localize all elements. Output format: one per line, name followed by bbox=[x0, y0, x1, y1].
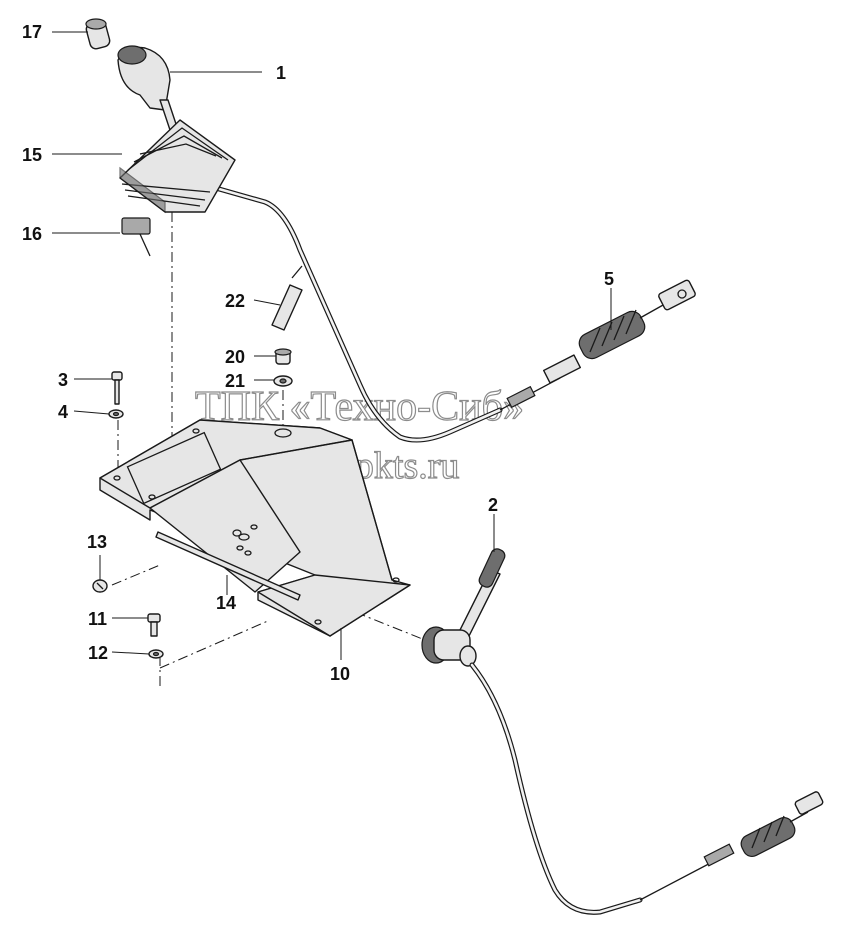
callout-3: 3 bbox=[58, 370, 68, 390]
gear-lever-handle-1 bbox=[117, 45, 179, 131]
screw-13 bbox=[92, 579, 108, 593]
mounting-bracket-10 bbox=[99, 419, 411, 637]
callout-22: 22 bbox=[225, 291, 245, 311]
gasket-strip-14 bbox=[155, 531, 301, 601]
switch-sensor-16 bbox=[121, 217, 151, 257]
plug-cap-20 bbox=[274, 348, 292, 365]
cable-bellows-lower bbox=[740, 815, 796, 858]
leader-lines bbox=[52, 31, 612, 660]
lower-cable bbox=[469, 662, 824, 915]
lever-knob-17 bbox=[85, 18, 111, 50]
clevis-upper bbox=[658, 279, 696, 311]
callout-20: 20 bbox=[225, 347, 245, 367]
upper-cable bbox=[202, 182, 696, 443]
callout-15: 15 bbox=[22, 145, 42, 165]
callout-10: 10 bbox=[330, 664, 350, 684]
callout-14: 14 bbox=[216, 593, 236, 613]
throttle-lever-2 bbox=[421, 548, 506, 667]
callout-13: 13 bbox=[87, 532, 107, 552]
clevis-lower bbox=[794, 791, 824, 815]
hose-sleeve-22 bbox=[271, 265, 303, 331]
callout-5: 5 bbox=[604, 269, 614, 289]
callout-12: 12 bbox=[88, 643, 108, 663]
callout-1: 1 bbox=[276, 63, 286, 83]
callout-11: 11 bbox=[88, 609, 107, 629]
bolt-3 bbox=[111, 371, 123, 405]
washer-21 bbox=[273, 375, 293, 387]
callout-4: 4 bbox=[58, 402, 68, 422]
cable-bellows-upper bbox=[578, 309, 646, 360]
callout-17: 17 bbox=[22, 22, 42, 42]
callout-16: 16 bbox=[22, 224, 42, 244]
rubber-boot-15 bbox=[119, 119, 236, 214]
callout-2: 2 bbox=[488, 495, 498, 515]
washer-12 bbox=[148, 649, 164, 659]
callout-21: 21 bbox=[225, 371, 245, 391]
bolt-11 bbox=[147, 613, 161, 637]
callout-labels: 17 1 15 16 22 5 20 21 3 4 2 13 14 11 10 … bbox=[22, 22, 614, 684]
nut-4 bbox=[108, 409, 124, 419]
